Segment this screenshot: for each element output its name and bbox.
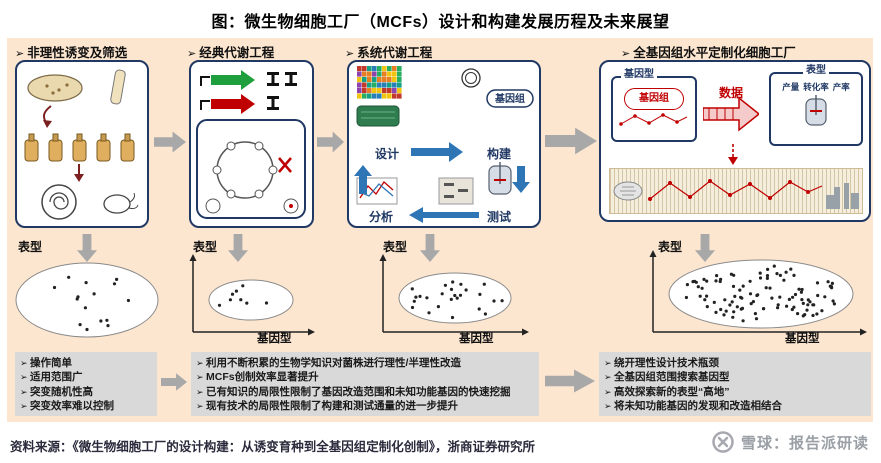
cycle-analyze-label: 分析	[369, 209, 393, 224]
summary-list-1: 操作简单 适用范围广 突变随机性高 突变效率难以控制	[20, 356, 152, 414]
scatter-plot-2	[189, 254, 315, 336]
summary-box-2: 利用不断积累的生物学知识对菌株进行理性/半理性改造 MCFs创制效率显著提升 已…	[191, 352, 539, 416]
phenotype-label-4: 表型	[658, 240, 683, 254]
stage-arrow-1-icon	[154, 131, 186, 153]
petri-dish-icon	[27, 74, 83, 102]
list-item: 绕开理性设计技术瓶颈	[604, 356, 866, 370]
metric-productivity: 产率	[832, 82, 850, 92]
stage-label-classic-metabolic: 经典代谢工程	[187, 42, 274, 61]
summary-list-2: 利用不断积累的生物学知识对菌株进行理性/半理性改造 MCFs创制效率显著提升 已…	[196, 356, 534, 414]
list-item: MCFs创制效率显著提升	[196, 370, 534, 384]
scatter-plot-3	[379, 254, 529, 336]
cycle-arrow-left-icon	[409, 207, 479, 223]
list-item: 突变效率难以控制	[20, 399, 152, 413]
data-arrow-icon	[702, 96, 761, 132]
fermenter-icon	[488, 162, 512, 195]
genotype-sub-box: 基因型 基因组	[611, 69, 697, 142]
phenotype-label-2: 表型	[193, 240, 218, 254]
gene-arrow-green-icon	[211, 70, 255, 90]
dashed-down-arrow-icon	[728, 144, 738, 165]
list-item: 操作简单	[20, 356, 152, 370]
summary-arrow-1-icon	[161, 373, 187, 391]
metric-conversion: 转化率	[803, 82, 829, 92]
plasmid-icon	[461, 68, 481, 88]
data-arrow-group: 数据	[702, 86, 761, 134]
diagram-panel: 非理性诱变及筛选 经典代谢工程 系统代谢工程 全基因组水平定制化细胞工厂	[7, 38, 873, 422]
list-item: 适用范围广	[20, 370, 152, 384]
gene-arrow-red-icon	[211, 94, 255, 114]
source-citation: 资料来源：《微生物细胞工厂的设计构建：从诱变育种到全基因组定制化创制》，浙商证券…	[10, 440, 536, 454]
phenotype-label-3: 表型	[383, 240, 408, 254]
stagebox-classic-metabolic	[189, 60, 314, 228]
cycle-build-label: 构建	[487, 146, 512, 161]
bacterium-icon	[103, 194, 131, 214]
stagebox-genome-custom: 基因型 基因组 数据	[599, 60, 871, 222]
phenotype-label-1: 表型	[18, 240, 43, 254]
summary-box-3: 绕开理性设计技术瓶颈 全基因组范围搜索基因型 高效探索新的表型“高地” 将未知功…	[599, 352, 871, 416]
mutant-cell-icon	[41, 184, 77, 220]
genome-badge-label: 基因组	[494, 92, 525, 105]
cycle-arrow-right-icon	[411, 142, 463, 162]
cycle-design-label: 设计	[375, 146, 399, 161]
stage-arrow-3-icon	[545, 127, 597, 155]
summary-box-1: 操作简单 适用范围广 突变随机性高 突变效率难以控制	[15, 352, 157, 416]
flask-row-icon	[24, 133, 135, 162]
scatter-plot-4	[649, 250, 867, 336]
metabolite-icon	[205, 198, 221, 214]
pathway-box-icon	[196, 119, 306, 219]
phenotype-sub-box: 表型 产量 转化率 产率	[769, 65, 863, 146]
genome-badge	[486, 89, 534, 108]
cycle-test-label: 测试	[487, 209, 511, 224]
genome-pill-label: 基因组	[624, 88, 684, 110]
genotype-label-2: 基因型	[257, 333, 292, 345]
cycle-arrow-down-icon	[512, 166, 530, 193]
stage-arrow-2-icon	[317, 131, 344, 153]
classic-metabolic-illustration-icon	[196, 70, 306, 219]
stagebox-systems-metabolic: 基因组 设计 构建 分析 测试	[347, 60, 541, 228]
list-item: 将未知功能基因的发现和改造相结合	[604, 399, 866, 413]
phenotype-fermenter-icon	[805, 95, 827, 126]
list-item: 全基因组范围搜索基因型	[604, 370, 866, 384]
metrics-row: 产量 转化率 产率	[771, 81, 861, 93]
data-label: 数据	[718, 86, 743, 100]
genome-network-icon	[619, 113, 688, 126]
cycle-arrow-up-icon	[354, 165, 372, 194]
stage-label-systems-metabolic: 系统代谢工程	[345, 42, 432, 61]
list-item: 突变随机性高	[20, 385, 152, 399]
stage-label-mutagenesis: 非理性诱变及筛选	[15, 42, 127, 61]
enzyme-symbol-icon	[267, 72, 297, 86]
omics-heatmap-icon	[357, 66, 402, 99]
dbtl-cycle-illustration-icon: 基因组 设计 构建 分析 测试	[354, 66, 534, 224]
microplate-icon	[356, 105, 400, 127]
summary-list-3: 绕开理性设计技术瓶颈 全基因组范围搜索基因型 高效探索新的表型“高地” 将未知功…	[604, 356, 866, 414]
snowball-logo-icon	[712, 431, 734, 453]
promoter-icon	[200, 76, 210, 86]
list-item: 已有知识的局限性限制了基因改造范围和未知功能基因的快速挖掘	[196, 385, 534, 399]
down-arrow-1-icon	[77, 234, 97, 262]
watermark: 雪球：报告派研读	[711, 430, 869, 454]
genotype-label-3: 基因型	[459, 333, 494, 345]
stage-label-genome-custom: 全基因组水平定制化细胞工厂	[621, 42, 796, 61]
test-tube-icon	[110, 69, 126, 105]
genome-landscape-band	[609, 168, 863, 214]
genome-landscape-icon	[613, 179, 859, 209]
factory-silhouette-icon	[826, 183, 859, 209]
page-title: 图：微生物细胞工厂（MCFs）设计和构建发展历程及未来展望	[211, 14, 670, 31]
phenotype-sub-box-label: 表型	[803, 65, 829, 76]
list-item: 利用不断积累的生物学知识对菌株进行理性/半理性改造	[196, 356, 534, 370]
scatter-plot-1	[15, 262, 159, 338]
list-item: 现有技术的局限性限制了构建和测试通量的进一步提升	[196, 399, 534, 413]
stagebox-mutagenesis	[15, 60, 149, 228]
genotype-sub-box-label: 基因型	[621, 69, 657, 80]
knockout-x-icon	[278, 157, 292, 173]
metric-yield: 产量	[782, 82, 800, 92]
mutagenesis-illustration-icon	[24, 69, 139, 220]
list-item: 高效探索新的表型“高地”	[604, 385, 866, 399]
genotype-label-4: 基因型	[785, 333, 820, 345]
summary-arrow-2-icon	[545, 369, 595, 393]
watermark-text: 雪球：报告派研读	[740, 434, 869, 452]
